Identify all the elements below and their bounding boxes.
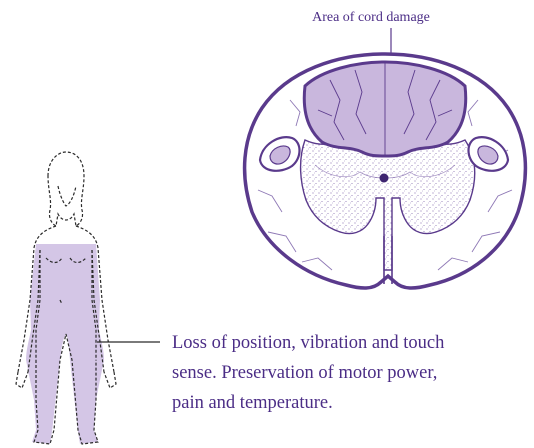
caption-line-3: pain and temperature. bbox=[172, 393, 333, 413]
spinal-cord-cross-section bbox=[245, 54, 526, 288]
cord-damage-label: Area of cord damage bbox=[312, 10, 430, 25]
head-outline bbox=[48, 152, 84, 226]
central-canal bbox=[380, 174, 389, 183]
body-figure bbox=[16, 152, 116, 444]
caption-line-2: sense. Preservation of motor power, bbox=[172, 363, 437, 383]
caption-line-1: Loss of position, vibration and touch bbox=[172, 333, 444, 353]
affected-sensory-area bbox=[26, 244, 104, 444]
